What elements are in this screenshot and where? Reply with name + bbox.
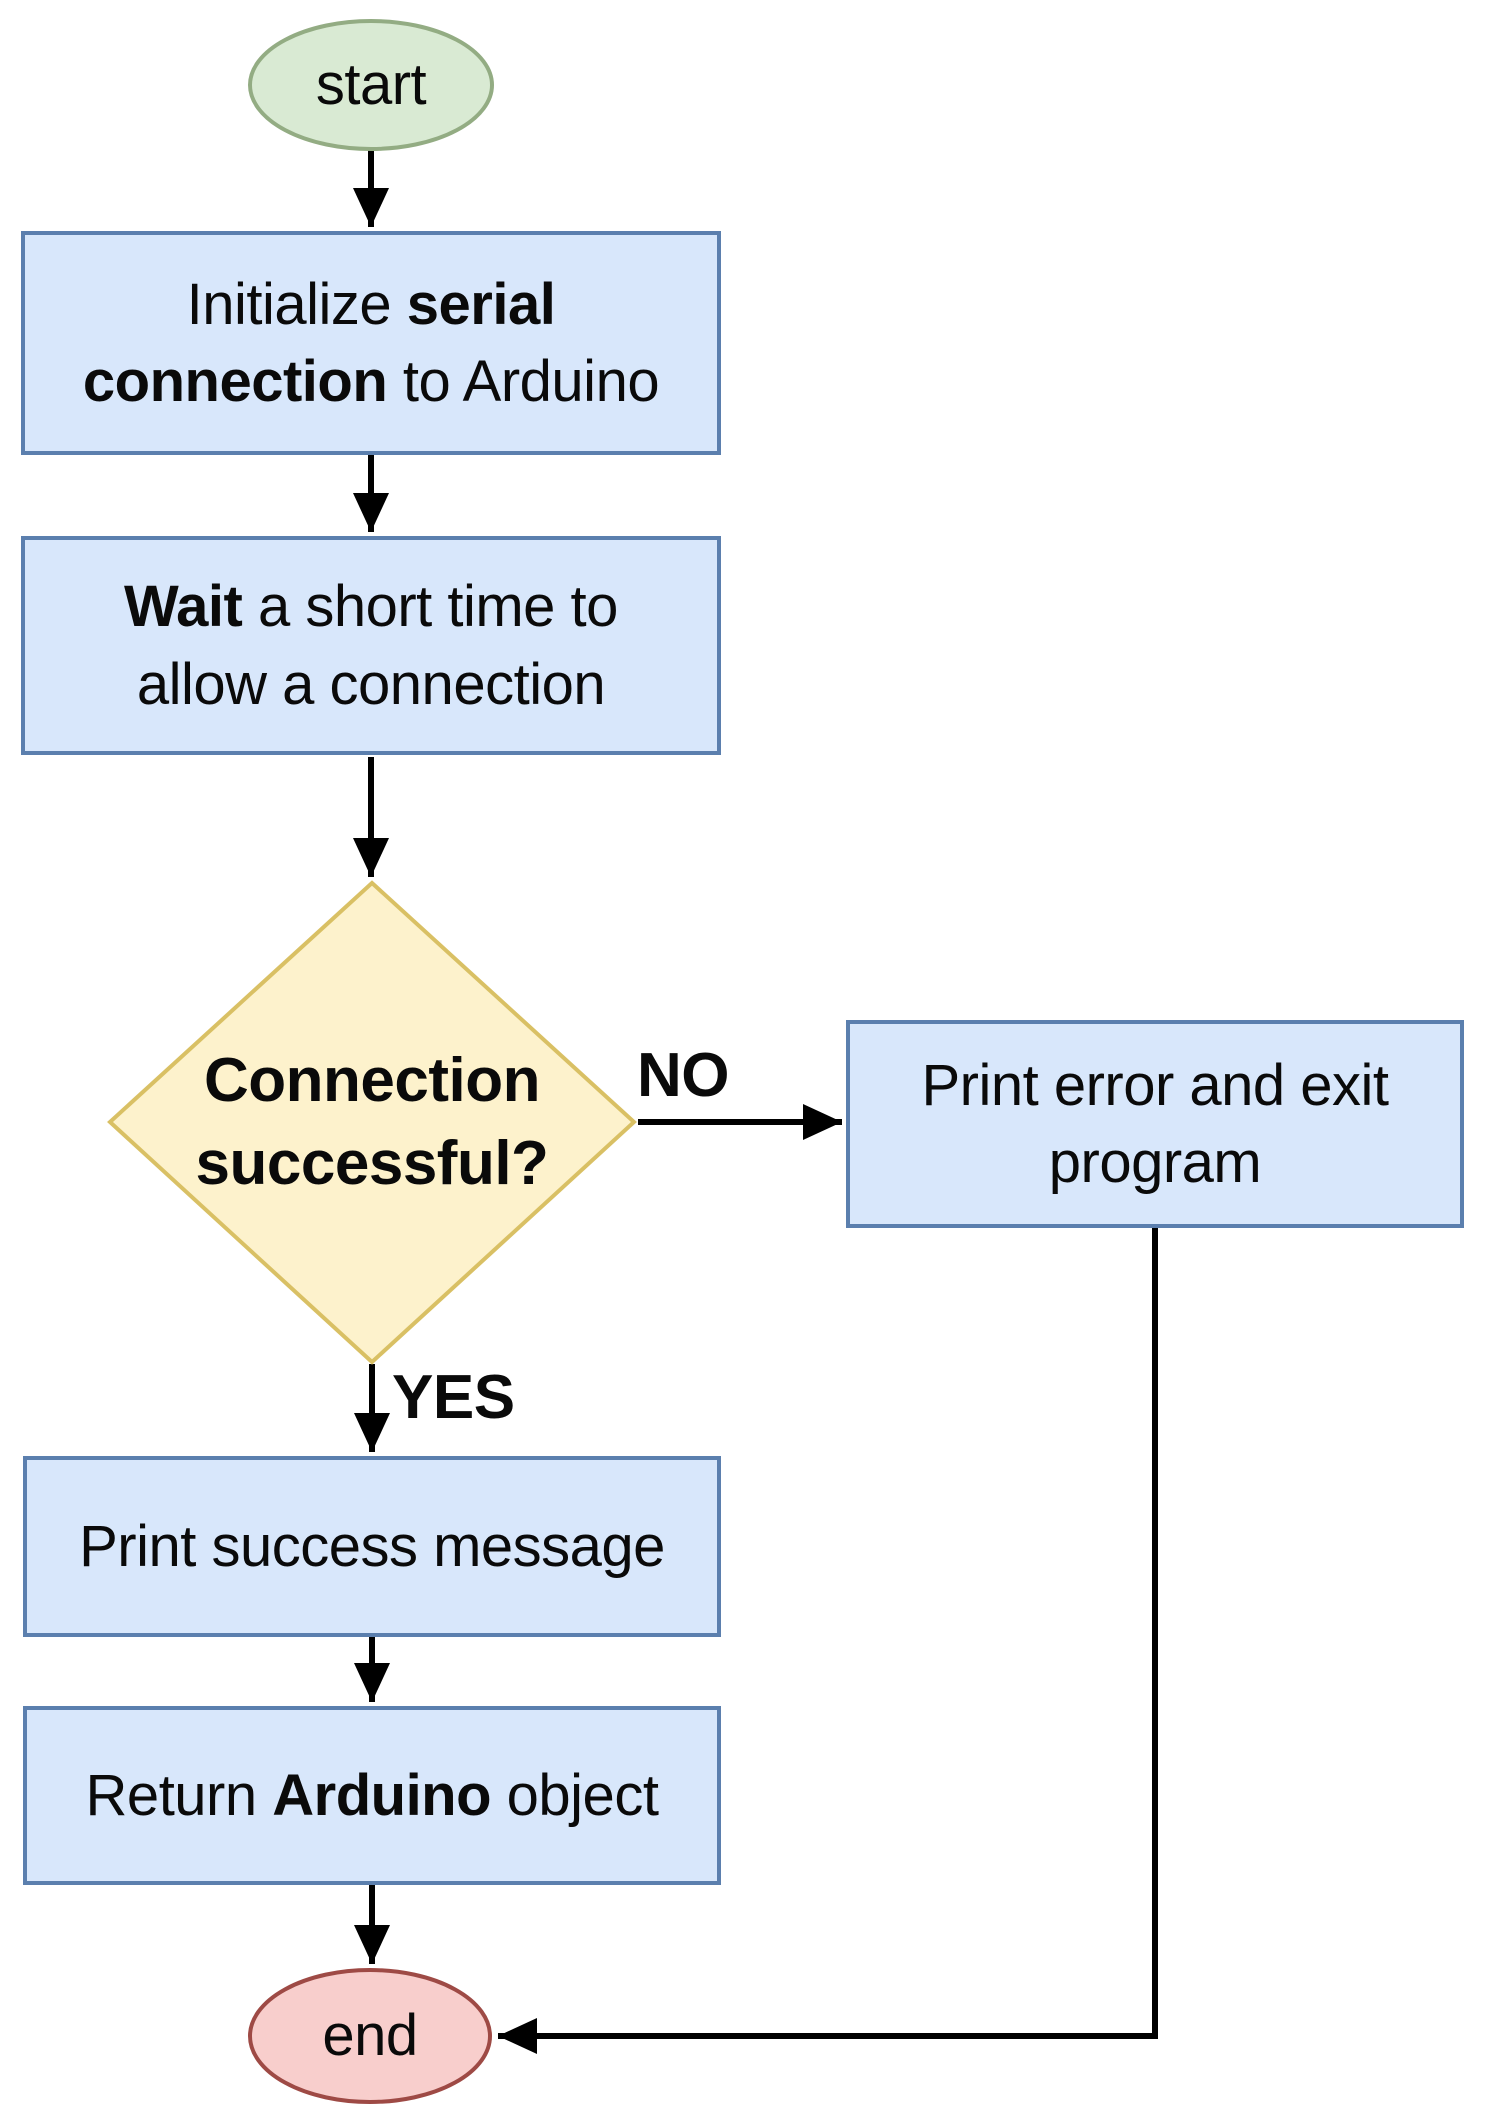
initialize-line1-regular: Initialize [186, 271, 407, 337]
start-label-text: start [315, 52, 427, 118]
initialize-line1-bold: serial [406, 271, 556, 337]
start-terminator-shape [248, 19, 494, 151]
initialize-label-line1: Initialize serial [187, 266, 556, 343]
return-regular-1: Return [85, 1762, 273, 1828]
decision-diamond-shape [107, 880, 637, 1365]
wait-line1-bold: Wait [124, 574, 243, 640]
error-label-line2: program [1048, 1130, 1262, 1195]
decision-label-line2: successful? [195, 1128, 549, 1198]
wait-label-line1: Wait a short time to [124, 568, 618, 645]
edge-label-no: NO [637, 1041, 730, 1110]
initialize-label: Initialize serial connection to Arduino [23, 233, 719, 453]
end-label: end [250, 1970, 490, 2102]
wait-line1-regular: a short time to [242, 574, 618, 640]
return-bold: Arduino [272, 1762, 492, 1828]
end-label-text: end [322, 2003, 418, 2069]
success-label: Print success message [25, 1458, 719, 1635]
error-label: Print error and exit program [848, 1022, 1462, 1226]
initialize-line2-regular: to Arduino [387, 349, 660, 414]
wait-line2-text: allow a connection [136, 651, 606, 717]
return-label: Return Arduino object [25, 1708, 719, 1883]
process-return-shape [23, 1706, 721, 1885]
wait-label-line2: allow a connection [136, 646, 606, 723]
process-initialize-shape [21, 231, 721, 455]
edge-error-to-end [498, 1228, 1158, 2054]
end-terminator-shape [248, 1968, 492, 2104]
start-label: start [250, 24, 492, 146]
success-label-text: Print success message [79, 1513, 665, 1579]
decision-label: Connection successful? [110, 883, 634, 1362]
initialize-line2-bold: connection [82, 349, 388, 414]
process-success-shape [23, 1456, 721, 1637]
initialize-label-line2: connection to Arduino [82, 343, 660, 420]
wait-label: Wait a short time to allow a connection [23, 538, 719, 753]
error-label-line1: Print error and exit [921, 1052, 1389, 1118]
decision-label-line1: Connection [204, 1046, 540, 1116]
process-wait-shape [21, 536, 721, 755]
return-regular-2: object [491, 1762, 659, 1828]
return-label-line1: Return Arduino object [86, 1757, 659, 1834]
edge-label-yes: YES [392, 1363, 515, 1432]
process-error-shape [846, 1020, 1464, 1228]
